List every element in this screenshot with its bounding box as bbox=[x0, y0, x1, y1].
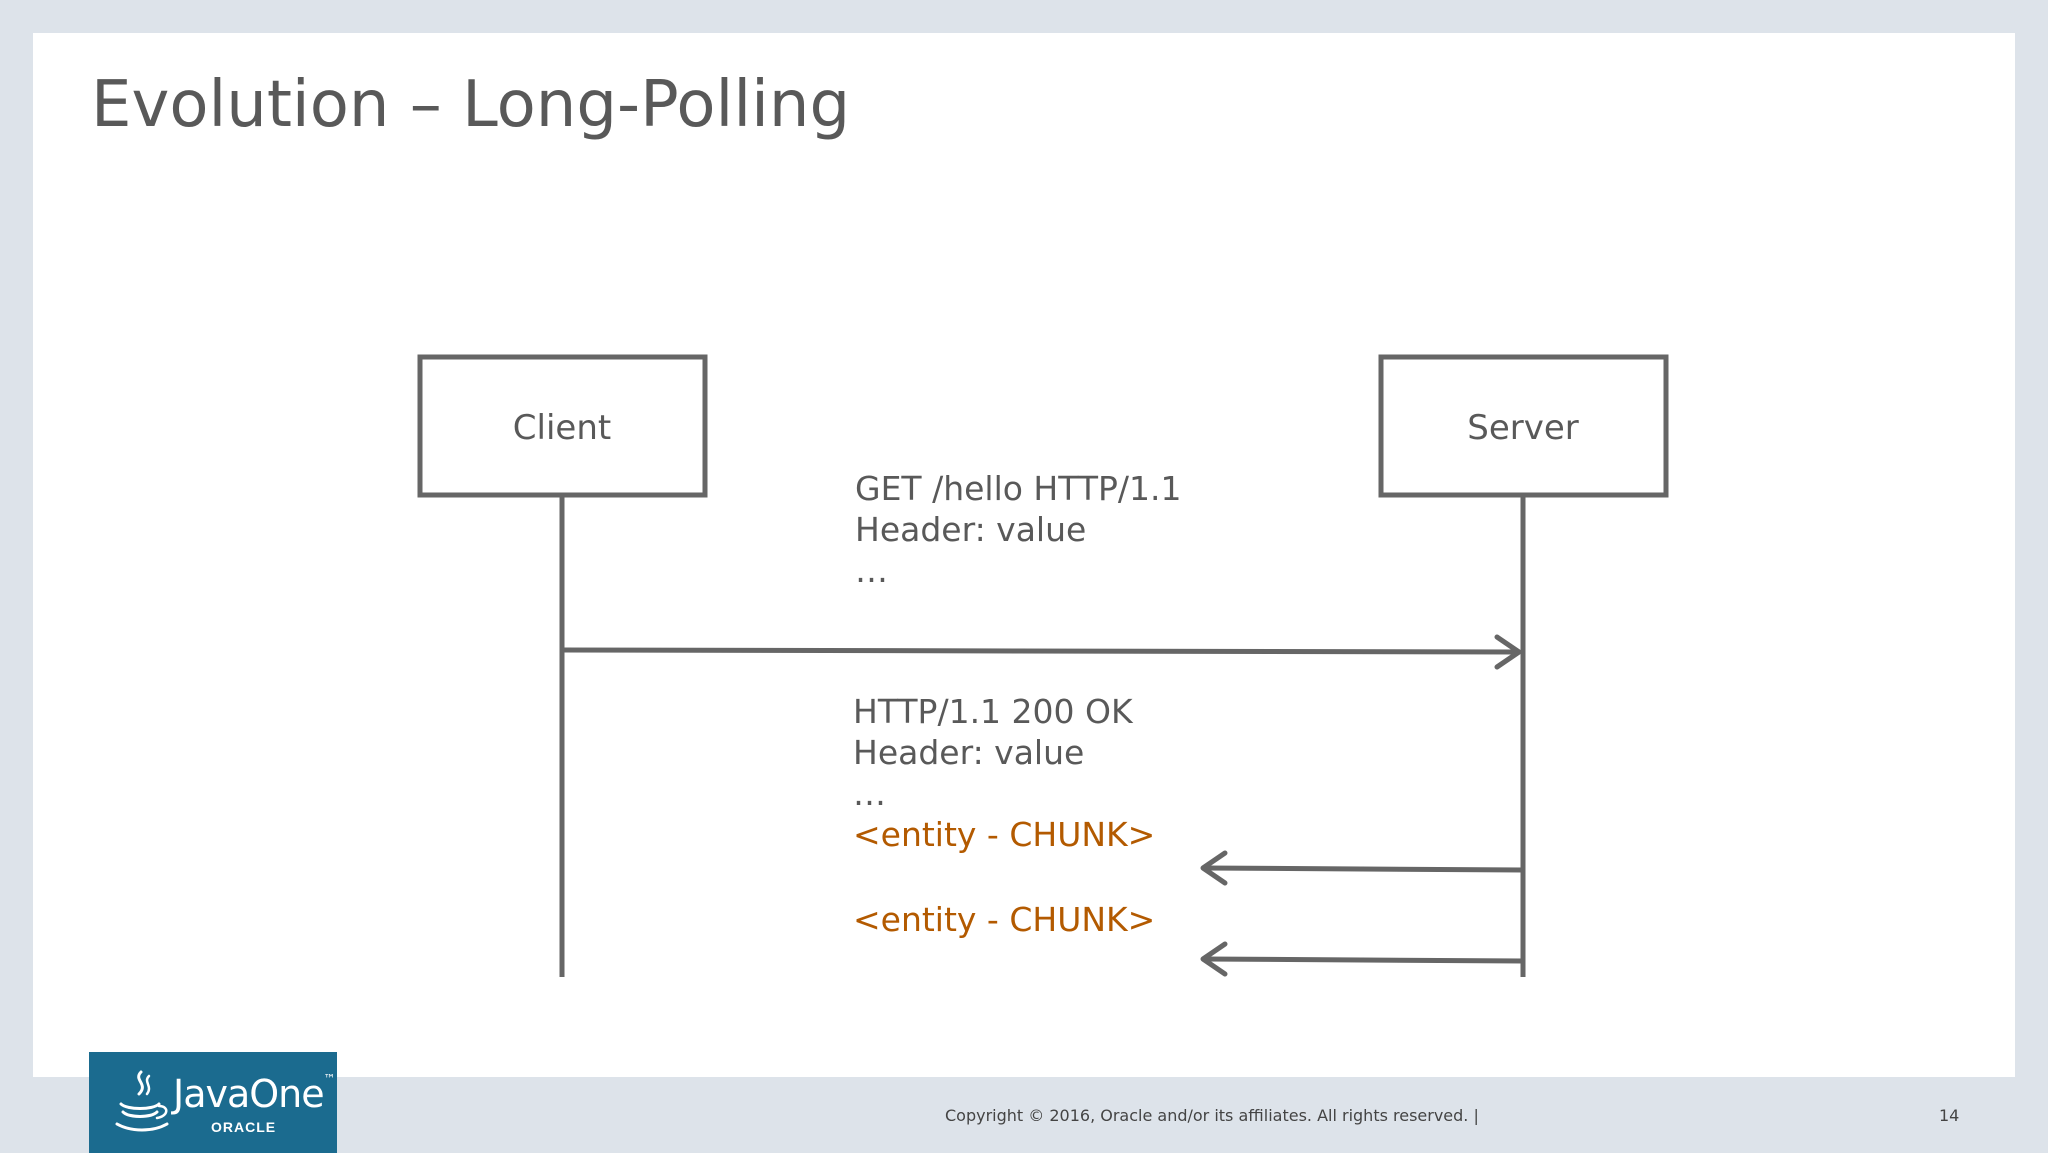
request-arrow bbox=[561, 634, 1522, 670]
footer-copyright: Copyright © 2016, Oracle and/or its affi… bbox=[945, 1106, 1479, 1125]
server-label: Server bbox=[1467, 408, 1579, 448]
request-arrowhead bbox=[1494, 634, 1522, 670]
request-line: GET /hello HTTP/1.1 bbox=[855, 469, 1182, 508]
response-ellipsis: … bbox=[853, 774, 886, 813]
java-cup-icon bbox=[115, 1070, 169, 1132]
logo-wordmark: JavaOne™ bbox=[173, 1072, 336, 1116]
request-header: Header: value bbox=[855, 510, 1087, 549]
response-header: Header: value bbox=[853, 733, 1085, 772]
chunk-label-2: <entity - CHUNK> bbox=[853, 900, 1156, 939]
response-message: HTTP/1.1 200 OK Header: value … bbox=[853, 691, 1133, 814]
response-status-line: HTTP/1.1 200 OK bbox=[853, 692, 1133, 731]
page-number: 14 bbox=[1939, 1106, 1960, 1125]
chunk-arrowhead-1 bbox=[1200, 850, 1228, 886]
client-label: Client bbox=[513, 408, 611, 448]
chunk-arrow-1 bbox=[1200, 850, 1524, 886]
logo-oracle: ORACLE bbox=[211, 1119, 277, 1135]
chunk-arrow-2 bbox=[1200, 941, 1524, 977]
client-participant: Client bbox=[417, 354, 708, 498]
server-participant: Server bbox=[1378, 354, 1669, 498]
chunk-label-1: <entity - CHUNK> bbox=[853, 815, 1156, 854]
chunk-arrowhead-2 bbox=[1200, 941, 1228, 977]
javaone-logo: JavaOne™ ORACLE bbox=[89, 1052, 337, 1153]
request-ellipsis: … bbox=[855, 551, 888, 590]
slide-title: Evolution – Long-Polling bbox=[91, 68, 851, 142]
slide-canvas bbox=[33, 33, 2015, 1077]
request-message: GET /hello HTTP/1.1 Header: value … bbox=[855, 468, 1181, 591]
